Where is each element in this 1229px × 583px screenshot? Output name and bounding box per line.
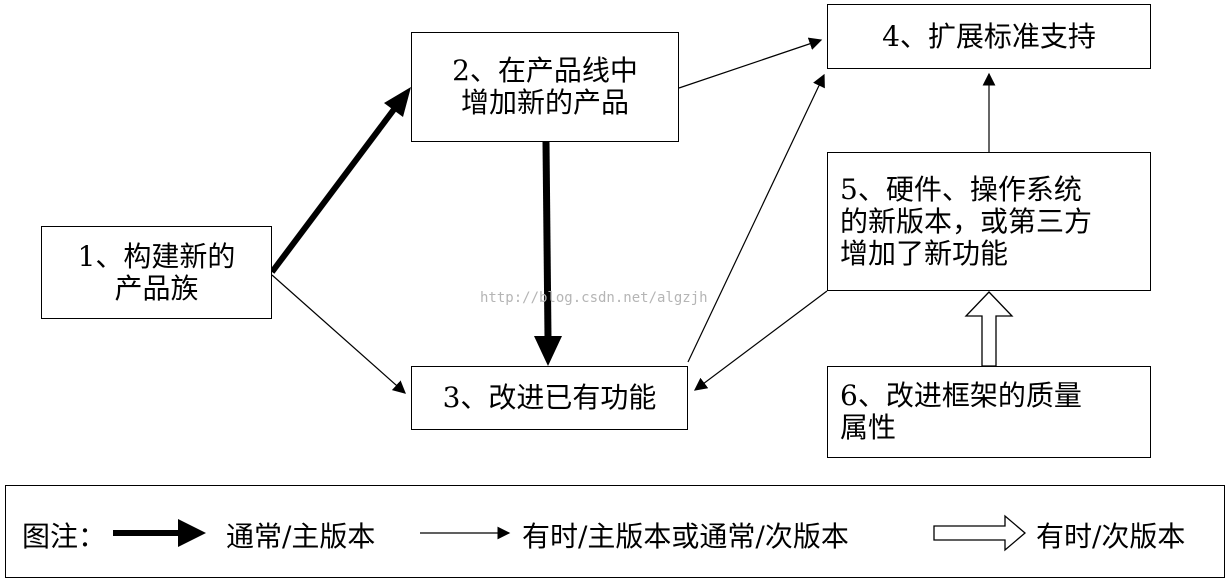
node-text-line: 增加了新功能 [840,236,1009,270]
node-extend-standard-support: 4、扩展标准支持 [827,4,1151,69]
node-new-platform-versions: 5、硬件、操作系统 的新版本，或第三方 增加了新功能 [827,152,1151,291]
node-text-line: 5、硬件、操作系统 [840,172,1082,206]
edge-n6-n5 [964,291,1014,367]
legend-hollow-label: 有时/次版本 [1036,520,1186,553]
node-text-line: 3、改进已有功能 [442,381,657,414]
node-text-line: 产品族 [114,271,199,305]
edge-n5-n3 [693,290,828,391]
node-improve-quality-attributes: 6、改进框架的质量 属性 [827,366,1151,458]
node-add-new-product: 2、在产品线中 增加新的产品 [411,32,679,142]
node-build-new-product-family: 1、构建新的 产品族 [41,226,272,319]
node-text-line: 4、扩展标准支持 [882,19,1096,53]
legend-thick-label: 通常/主版本 [226,520,376,553]
node-text-line: 1、构建新的 [77,239,236,273]
node-text-line: 6、改进框架的质量 [840,379,1082,412]
legend-thick-arrowhead [178,519,206,547]
node-text-line: 的新版本，或第三方 [840,204,1093,238]
legend-box [5,485,1225,578]
edge-n2-n3 [542,141,552,339]
edge-n2-n3-arrowhead [534,336,562,366]
node-text-line: 2、在产品线中 [452,54,638,87]
edge-n1-n2-arrowhead [384,87,411,117]
legend-hollow-arrow [933,514,1027,552]
watermark-text: http://blog.csdn.net/algzjh [480,290,708,306]
legend-title: 图注： [22,520,107,553]
edge-n1-n2 [269,102,401,274]
edge-n1-n3 [271,274,406,394]
edge-n3-n4 [687,73,825,363]
node-improve-existing-features: 3、改进已有功能 [411,366,688,430]
node-text-line: 属性 [840,411,897,444]
legend-thin-label: 有时/主版本或通常/次版本 [522,520,849,553]
node-text-line: 增加新的产品 [460,86,629,119]
edge-n2-n4 [678,37,823,89]
